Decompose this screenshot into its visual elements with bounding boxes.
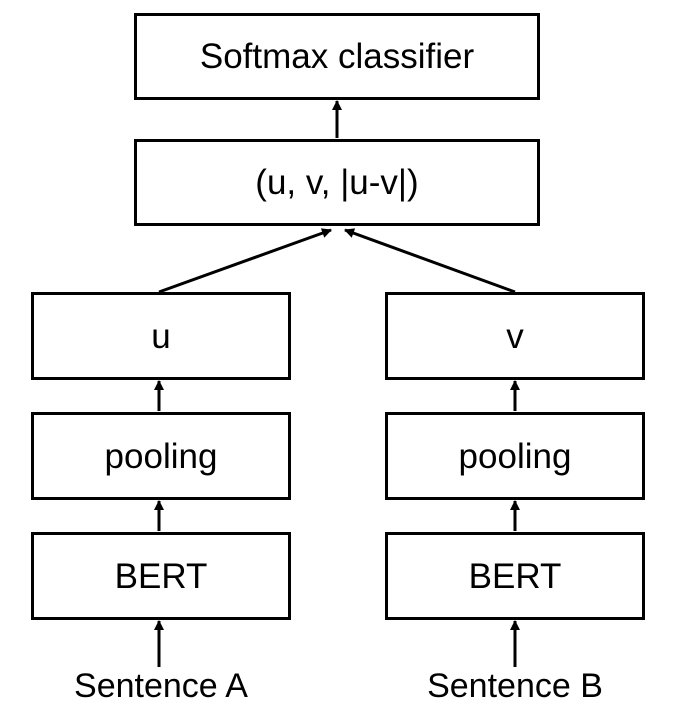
pooling-a-box: pooling [31,412,291,500]
embedding-u-box: u [31,292,291,380]
bert-a-box: BERT [31,532,291,620]
softmax-classifier-box: Softmax classifier [134,13,540,100]
sentence-a-label: Sentence A [74,667,248,705]
pooling-a-label: pooling [104,436,218,476]
sentence-b-label: Sentence B [427,667,603,705]
bert-b-label: BERT [468,556,562,596]
concatenation-box: (u, v, |u-v|) [134,139,540,226]
embedding-u-label: u [151,316,171,356]
softmax-classifier-label: Softmax classifier [199,37,475,76]
embedding-v-box: v [385,292,645,380]
bert-b-box: BERT [385,532,645,620]
bert-a-label: BERT [114,556,208,596]
embedding-v-label: v [506,316,524,356]
pooling-b-box: pooling [385,412,645,500]
pooling-b-label: pooling [458,436,572,476]
arrow-v-to-concat [344,228,516,294]
concatenation-label: (u, v, |u-v|) [255,163,419,202]
arrow-u-to-concat [158,228,332,294]
